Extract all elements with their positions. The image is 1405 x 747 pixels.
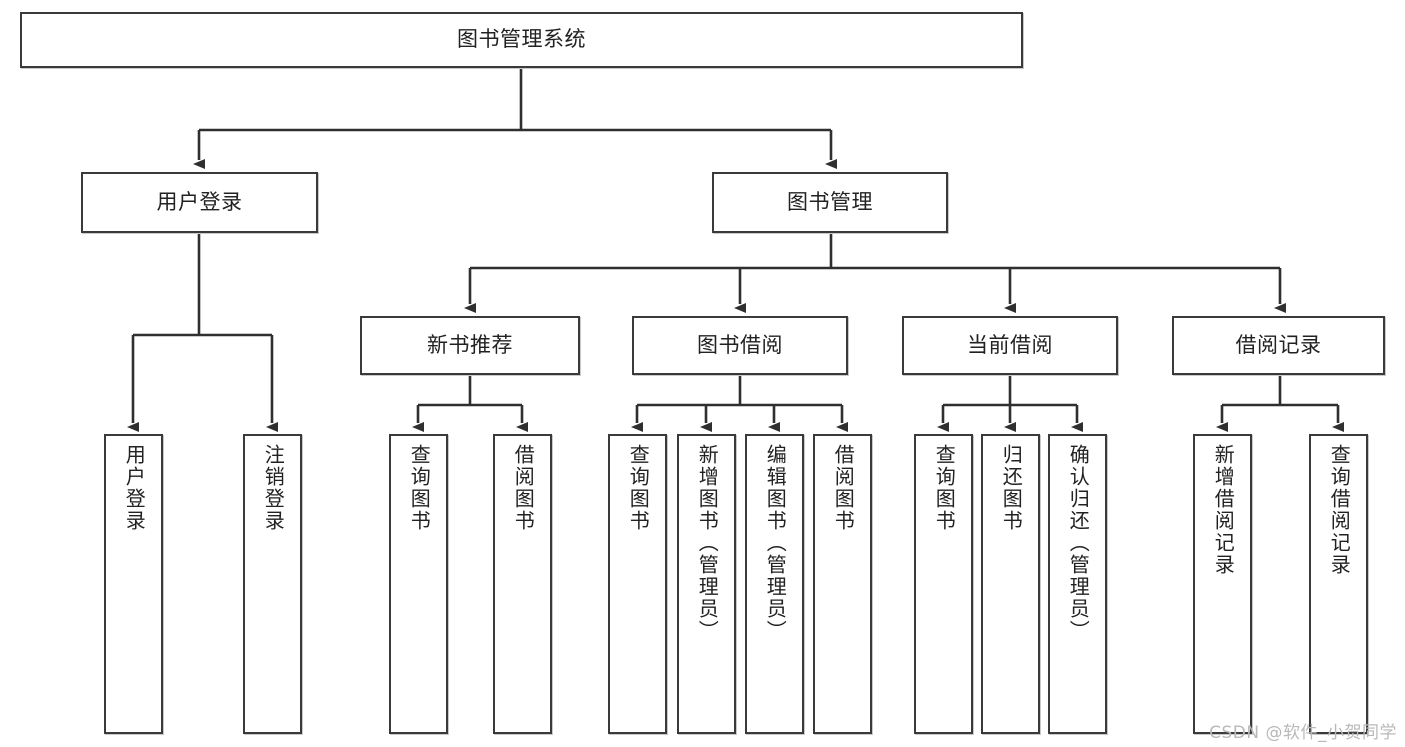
node-book-borrow[interactable]: 图书借阅 — [632, 316, 848, 375]
node-book-borrow-label: 图书借阅 — [697, 332, 783, 357]
node-borrow-record[interactable]: 借阅记录 — [1172, 316, 1385, 375]
node-leaf-query-book-label: 查询图书 — [626, 444, 651, 532]
node-borrow-record-label: 借阅记录 — [1235, 332, 1322, 357]
node-root[interactable]: 图书管理系统 — [20, 12, 1023, 68]
node-leaf-query-book-recommend[interactable]: 查询图书 — [389, 434, 448, 734]
node-leaf-user-login[interactable]: 用户登录 — [104, 434, 163, 734]
node-leaf-query-book-recommend-label: 查询图书 — [407, 444, 432, 532]
node-user-login-label: 用户登录 — [156, 189, 243, 214]
node-leaf-borrow-book-recommend-label: 借阅图书 — [511, 444, 536, 532]
node-current-borrow[interactable]: 当前借阅 — [902, 316, 1118, 375]
node-leaf-add-borrow-record[interactable]: 新增借阅记录 — [1193, 434, 1252, 734]
node-leaf-borrow-book-recommend[interactable]: 借阅图书 — [493, 434, 552, 734]
node-new-book-recommend-label: 新书推荐 — [427, 332, 513, 357]
node-leaf-logout-label: 注销登录 — [261, 444, 286, 532]
node-leaf-query-book-current-label: 查询图书 — [932, 444, 957, 532]
watermark-text: CSDN @软件_小贺同学 — [1209, 723, 1397, 743]
node-leaf-query-borrow-record-label: 查询借阅记录 — [1327, 444, 1352, 576]
node-leaf-confirm-return[interactable]: 确认归还（管理员） — [1048, 434, 1107, 734]
node-leaf-query-borrow-record[interactable]: 查询借阅记录 — [1309, 434, 1368, 734]
node-book-manage[interactable]: 图书管理 — [712, 172, 948, 233]
node-leaf-add-book-label: 新增图书（管理员） — [695, 444, 720, 642]
node-leaf-edit-book-label: 编辑图书（管理员） — [763, 444, 788, 642]
node-leaf-return-book-label: 归还图书 — [999, 444, 1024, 532]
node-root-label: 图书管理系统 — [457, 27, 586, 52]
node-leaf-user-login-label: 用户登录 — [122, 444, 147, 532]
node-leaf-confirm-return-label: 确认归还（管理员） — [1066, 444, 1091, 642]
node-leaf-borrow-book-label: 借阅图书 — [831, 444, 856, 532]
node-leaf-edit-book[interactable]: 编辑图书（管理员） — [745, 434, 804, 734]
node-leaf-logout[interactable]: 注销登录 — [243, 434, 302, 734]
node-leaf-add-book[interactable]: 新增图书（管理员） — [677, 434, 736, 734]
node-leaf-query-book[interactable]: 查询图书 — [608, 434, 667, 734]
node-current-borrow-label: 当前借阅 — [967, 332, 1053, 357]
node-user-login[interactable]: 用户登录 — [81, 172, 318, 233]
node-leaf-query-book-current[interactable]: 查询图书 — [914, 434, 973, 734]
node-leaf-borrow-book[interactable]: 借阅图书 — [813, 434, 872, 734]
node-book-manage-label: 图书管理 — [787, 189, 873, 214]
node-new-book-recommend[interactable]: 新书推荐 — [360, 316, 580, 375]
node-leaf-return-book[interactable]: 归还图书 — [981, 434, 1040, 734]
node-leaf-add-borrow-record-label: 新增借阅记录 — [1211, 444, 1236, 576]
